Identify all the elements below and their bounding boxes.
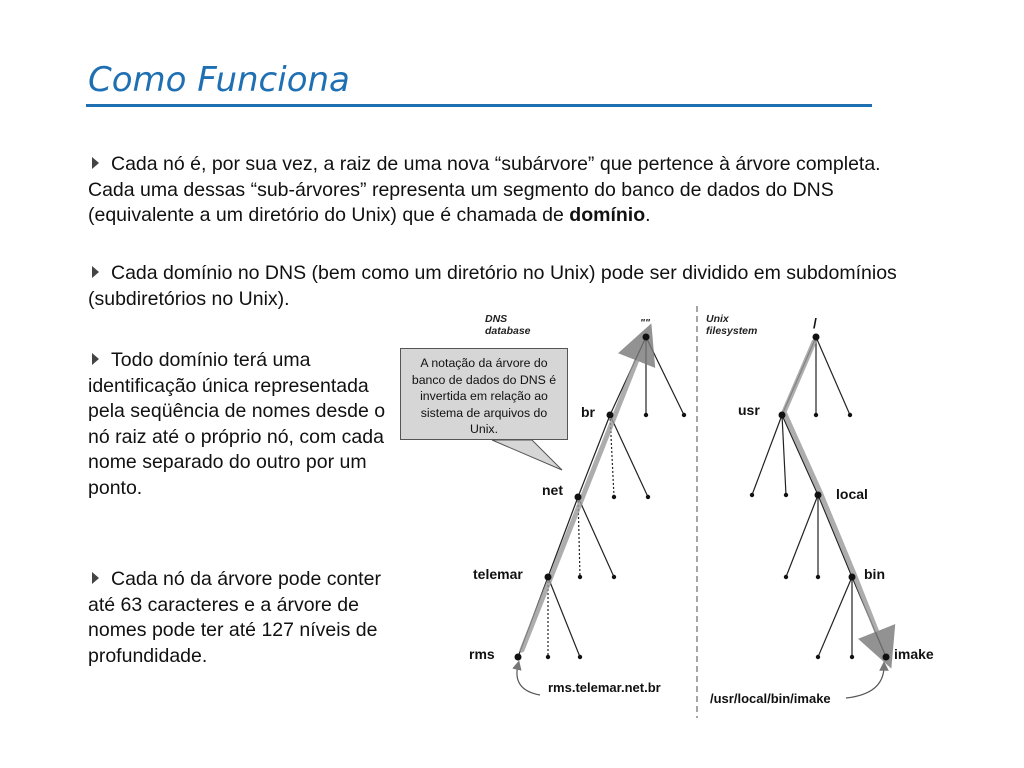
unix-path-label: /usr/local/bin/imake <box>710 691 831 706</box>
unix-path-arrow <box>781 339 896 669</box>
unix-path-curve-arrow <box>845 661 889 699</box>
unix-node-bin: bin <box>864 566 885 582</box>
unix-node-usr: usr <box>738 402 760 418</box>
callout-tail <box>491 439 563 471</box>
bullet-paragraph-3: Todo domínio terá uma identificação únic… <box>88 348 398 501</box>
paragraph-4-text: Cada nó da árvore pode conter até 63 car… <box>88 568 381 667</box>
title-underline <box>86 104 872 107</box>
bullet-paragraph-1: Cada nó é, por sua vez, a raiz de uma no… <box>88 152 928 229</box>
bullet-arrow-icon <box>92 353 99 365</box>
unix-nodes <box>749 333 890 661</box>
bullet-arrow-icon <box>92 572 99 584</box>
dns-path-label: rms.telemar.net.br <box>548 680 661 695</box>
dns-path-arrow <box>519 323 656 653</box>
unix-header-line2: filesystem <box>706 325 757 337</box>
unix-root-label: / <box>813 315 817 331</box>
bullet-paragraph-2: Cada domínio no DNS (bem como um diretór… <box>88 261 928 312</box>
paragraph-3-text: Todo domínio terá uma identificação únic… <box>88 349 386 499</box>
bullet-paragraph-4: Cada nó da árvore pode conter até 63 car… <box>88 567 398 669</box>
page-title: Como Funciona <box>88 60 350 100</box>
dns-nodes <box>514 333 687 661</box>
dns-node-br: br <box>581 404 596 420</box>
dns-root-label: "" <box>640 317 651 329</box>
paragraph-1-bold: domínio <box>569 204 646 226</box>
paragraph-1-end: . <box>645 204 651 226</box>
dns-path-curve-arrow <box>512 660 541 696</box>
dns-node-telemar: telemar <box>473 566 523 582</box>
unix-header-line1: Unix <box>706 313 730 325</box>
dns-node-net: net <box>542 482 563 498</box>
callout-note: A notação da árvore do banco de dados do… <box>400 348 568 440</box>
dns-header-line1: DNS <box>485 313 507 325</box>
bullet-arrow-icon <box>92 266 99 278</box>
paragraph-2-text: Cada domínio no DNS (bem como um diretór… <box>88 262 897 310</box>
unix-node-local: local <box>836 486 868 502</box>
dns-node-rms: rms <box>469 646 495 662</box>
bullet-arrow-icon <box>92 157 99 169</box>
dns-header-line2: database <box>485 325 531 337</box>
paragraph-1-text: Cada nó é, por sua vez, a raiz de uma no… <box>88 153 881 226</box>
unix-node-imake: imake <box>894 646 934 662</box>
